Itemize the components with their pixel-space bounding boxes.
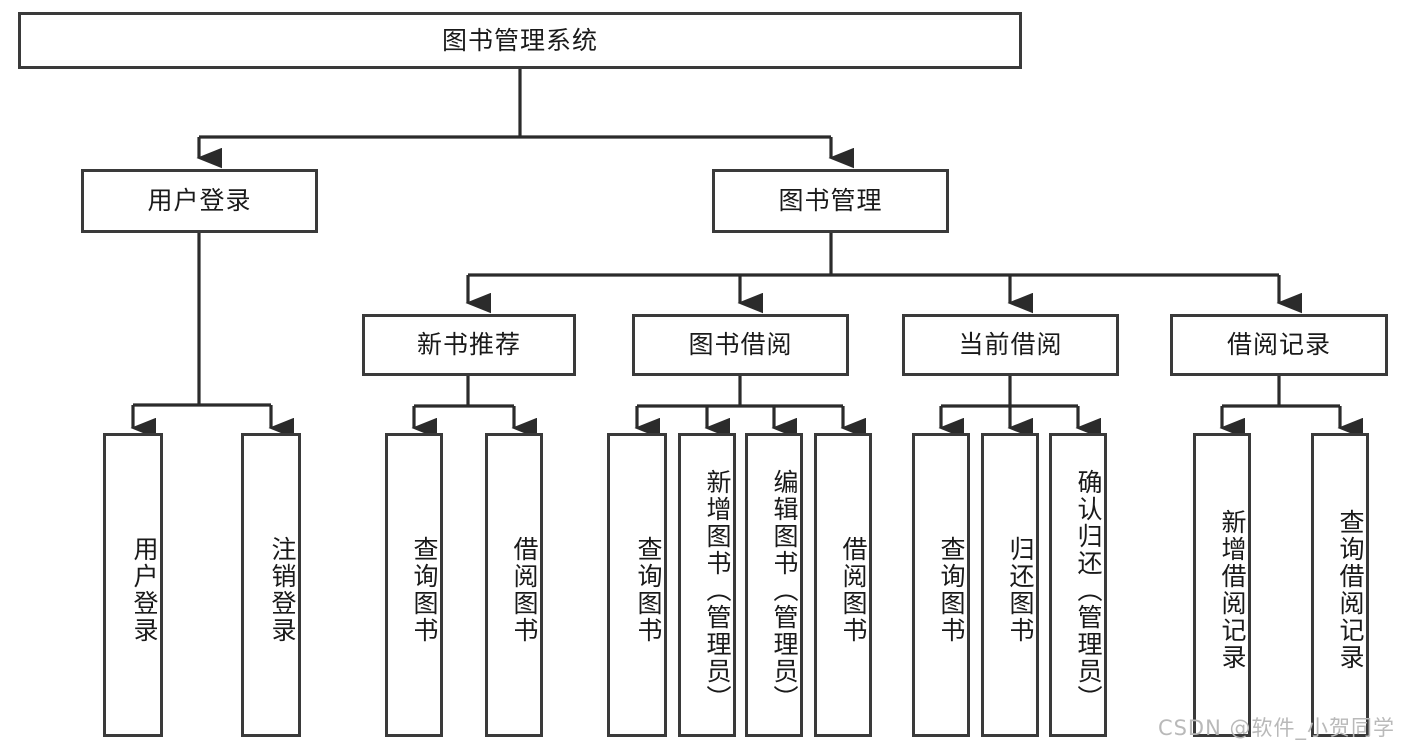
node-user-login[interactable]: 用户登录 xyxy=(81,169,318,233)
node-book-borrow[interactable]: 图书借阅 xyxy=(632,314,849,376)
node-leaf-edit-book-label: 编辑图书（管理员） xyxy=(770,468,799,712)
node-new-book-rec-label: 新书推荐 xyxy=(416,330,521,359)
node-leaf-user-login[interactable]: 用户登录 xyxy=(103,433,163,737)
node-leaf-query-book-1[interactable]: 查询图书 xyxy=(385,433,443,737)
node-borrow-record[interactable]: 借阅记录 xyxy=(1170,314,1388,376)
node-leaf-borrow-book-2[interactable]: 借阅图书 xyxy=(814,433,872,737)
node-leaf-add-book[interactable]: 新增图书（管理员） xyxy=(678,433,736,737)
node-root[interactable]: 图书管理系统 xyxy=(18,12,1022,69)
node-leaf-query-record[interactable]: 查询借阅记录 xyxy=(1311,433,1369,737)
watermark-text: CSDN @软件_小贺同学 xyxy=(1157,716,1395,740)
node-user-login-label: 用户登录 xyxy=(147,186,252,215)
node-leaf-borrow-book-2-label: 借阅图书 xyxy=(839,536,868,644)
node-root-label: 图书管理系统 xyxy=(441,25,598,55)
node-leaf-query-book-2[interactable]: 查询图书 xyxy=(607,433,667,737)
node-leaf-return-book-label: 归还图书 xyxy=(1006,536,1035,644)
node-leaf-logout-label: 注销登录 xyxy=(268,536,297,644)
node-leaf-borrow-book-1[interactable]: 借阅图书 xyxy=(485,433,543,737)
node-book-manage-label: 图书管理 xyxy=(778,186,883,215)
node-book-manage[interactable]: 图书管理 xyxy=(712,169,949,233)
node-leaf-edit-book[interactable]: 编辑图书（管理员） xyxy=(745,433,803,737)
node-leaf-query-book-3[interactable]: 查询图书 xyxy=(912,433,970,737)
node-leaf-borrow-book-1-label: 借阅图书 xyxy=(510,536,539,644)
node-leaf-query-record-label: 查询借阅记录 xyxy=(1336,509,1365,671)
node-current-borrow[interactable]: 当前借阅 xyxy=(902,314,1119,376)
node-leaf-query-book-2-label: 查询图书 xyxy=(634,536,663,644)
node-leaf-return-book[interactable]: 归还图书 xyxy=(981,433,1039,737)
node-leaf-confirm-return-label: 确认归还（管理员） xyxy=(1074,468,1103,712)
node-leaf-query-book-3-label: 查询图书 xyxy=(937,536,966,644)
node-leaf-user-login-label: 用户登录 xyxy=(130,536,159,644)
node-leaf-query-book-1-label: 查询图书 xyxy=(410,536,439,644)
node-leaf-add-record-label: 新增借阅记录 xyxy=(1218,509,1247,671)
node-leaf-logout[interactable]: 注销登录 xyxy=(241,433,301,737)
node-new-book-rec[interactable]: 新书推荐 xyxy=(362,314,576,376)
node-current-borrow-label: 当前借阅 xyxy=(958,330,1063,359)
node-leaf-confirm-return[interactable]: 确认归还（管理员） xyxy=(1049,433,1107,737)
node-leaf-add-book-label: 新增图书（管理员） xyxy=(703,468,732,712)
node-book-borrow-label: 图书借阅 xyxy=(688,330,793,359)
node-borrow-record-label: 借阅记录 xyxy=(1226,330,1331,359)
node-leaf-add-record[interactable]: 新增借阅记录 xyxy=(1193,433,1251,737)
